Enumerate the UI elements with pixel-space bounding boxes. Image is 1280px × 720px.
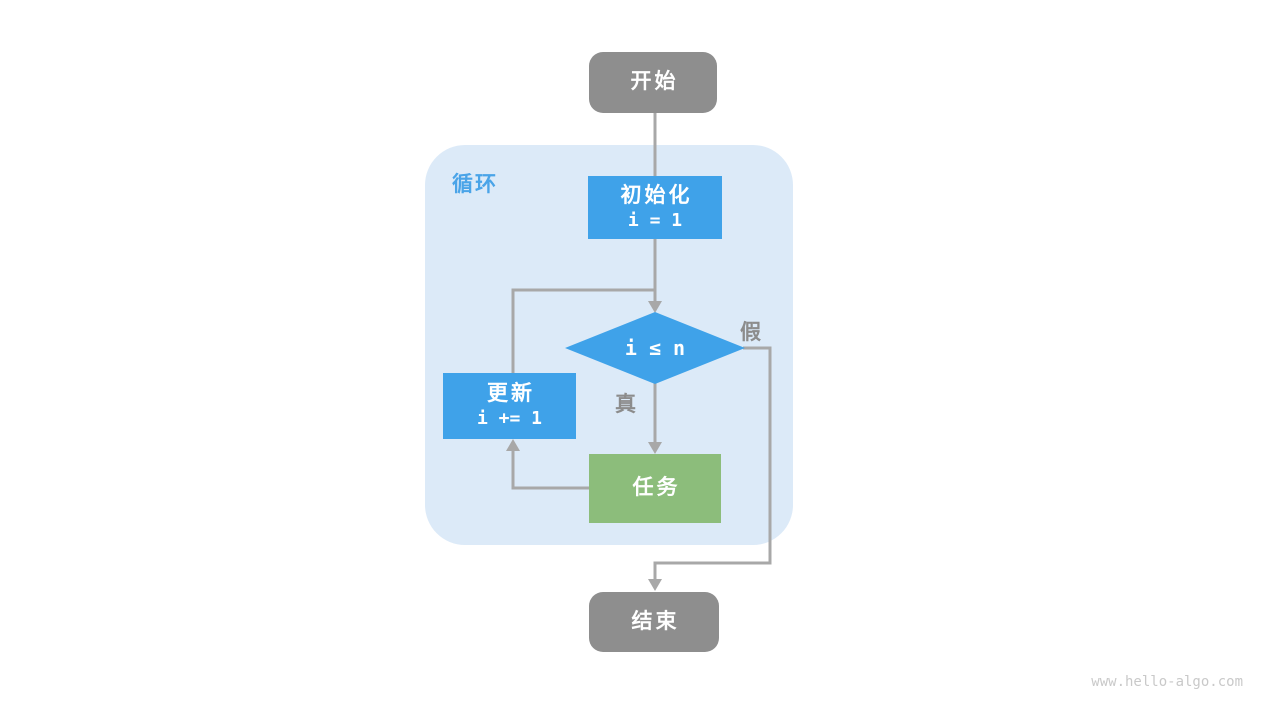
node-update-title: 更新 — [487, 382, 535, 406]
node-initialize: 初始化 i = 1 — [588, 176, 722, 239]
node-update: 更新 i += 1 — [443, 373, 576, 439]
node-condition-expression: i ≤ n — [624, 336, 686, 360]
branch-label-false: 假 — [740, 321, 761, 344]
watermark-url: www.hello-algo.com — [1091, 674, 1243, 690]
node-initialize-title: 初始化 — [620, 183, 693, 207]
node-initialize-code: i = 1 — [627, 209, 683, 231]
branch-label-true: 真 — [615, 393, 636, 416]
node-task: 任务 — [589, 454, 721, 523]
node-start-label: 开始 — [630, 70, 679, 94]
node-end: 结束 — [589, 592, 719, 652]
node-end-label: 结束 — [631, 609, 680, 633]
arrowhead-into-end — [648, 579, 662, 591]
node-start: 开始 — [589, 52, 717, 113]
node-update-code: i += 1 — [476, 408, 543, 430]
loop-region-label: 循环 — [452, 173, 498, 196]
node-task-label: 任务 — [632, 476, 681, 500]
